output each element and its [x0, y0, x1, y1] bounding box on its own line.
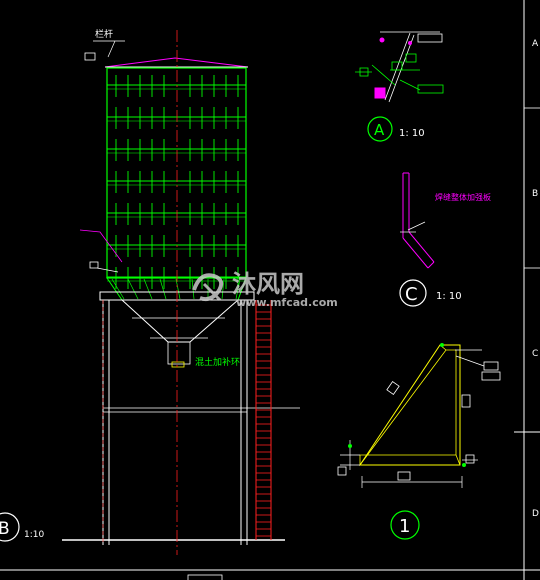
detail-c-scale: 1: 10	[436, 291, 462, 302]
watermark: 沐风网 www.mfcad.com	[192, 270, 338, 309]
silo-elevation: 栏杆 混土加补环	[62, 28, 300, 555]
detail-b: B 1:10	[0, 512, 44, 542]
detail-1-marker	[390, 510, 420, 540]
watermark-logo	[192, 273, 224, 302]
detail-a-letter: A	[374, 121, 385, 139]
silo-panel-grid	[107, 75, 246, 289]
detail-b-scale: 1:10	[24, 530, 44, 540]
detail-a-scale: 1: 10	[399, 128, 425, 139]
discharge-outlet	[167, 341, 191, 365]
access-ladder	[255, 300, 272, 540]
border-mark-a: A	[532, 39, 539, 49]
border-mark-b: B	[532, 189, 538, 199]
tower-top-label: 栏杆	[95, 28, 113, 40]
border-mark-d: D	[532, 509, 539, 519]
detail-1: 1	[337, 343, 501, 540]
hopper	[120, 299, 240, 343]
detail-b-letter: B	[0, 519, 10, 539]
hopper-note: 混土加补环	[195, 356, 240, 368]
detail-c-note: 焊缝整体加强板	[435, 192, 491, 202]
watermark-brand: 沐风网	[232, 270, 304, 298]
detail-c-letter: C	[405, 284, 418, 305]
detail-a-marker	[367, 116, 393, 142]
silo-roof	[104, 57, 249, 68]
detail-c-marker	[399, 279, 427, 307]
watermark-url: www.mfcad.com	[236, 296, 338, 309]
detail-a: A 1: 10	[355, 31, 444, 142]
detail-b-marker	[0, 512, 20, 542]
detail-1-number: 1	[399, 516, 410, 537]
detail-c: 焊缝整体加强板 C 1: 10	[399, 172, 491, 307]
border-mark-c: C	[532, 349, 538, 359]
